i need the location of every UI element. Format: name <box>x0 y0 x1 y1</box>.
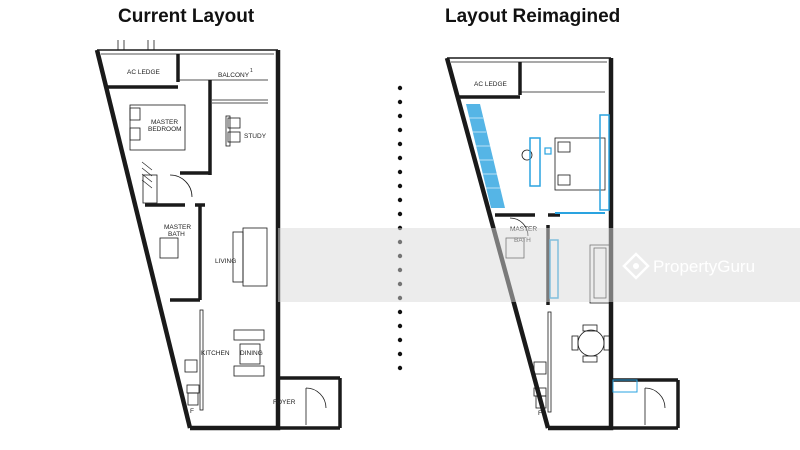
current-layout-title: Current Layout <box>118 6 255 27</box>
master-bedroom-label-2: BEDROOM <box>148 126 182 133</box>
outer-walls <box>94 49 281 431</box>
wardrobe-hatch <box>141 161 153 189</box>
thin-lines <box>129 79 327 425</box>
window-marks <box>117 40 155 50</box>
fridge-label: F <box>190 408 194 415</box>
new-foyer-cabinet <box>612 379 638 393</box>
propertyguru-logo-icon <box>622 252 650 280</box>
master-bath-label-2: BATH <box>168 231 185 238</box>
master-bedroom-label-1: MASTER <box>151 119 178 126</box>
balcony-note-mark: 1 <box>250 68 253 74</box>
balcony-label: BALCONY <box>218 72 250 79</box>
ac-ledge-label-reimagined: AC LEDGE <box>474 81 508 88</box>
fridge-label-reimagined: F <box>538 410 542 417</box>
new-wardrobe <box>466 104 505 208</box>
internal-walls <box>106 54 342 430</box>
dining-label: DINING <box>240 350 263 357</box>
kitchen-label: KITCHEN <box>201 350 230 357</box>
living-label: LIVING <box>215 258 236 265</box>
master-bath-label-1: MASTER <box>164 224 191 231</box>
new-study-desk <box>529 137 541 187</box>
foyer-label: FOYER <box>273 399 296 406</box>
layout-reimagined-title: Layout Reimagined <box>445 6 621 27</box>
current-floor-plan: AC LEDGE BALCONY 1 MASTER BEDROOM STUDY … <box>94 40 342 431</box>
watermark-text: PropertyGuru <box>653 257 755 276</box>
study-label: STUDY <box>244 133 267 140</box>
new-bedroom-partition <box>599 114 610 211</box>
ac-ledge-label: AC LEDGE <box>127 69 161 76</box>
watermark-band <box>278 228 800 302</box>
